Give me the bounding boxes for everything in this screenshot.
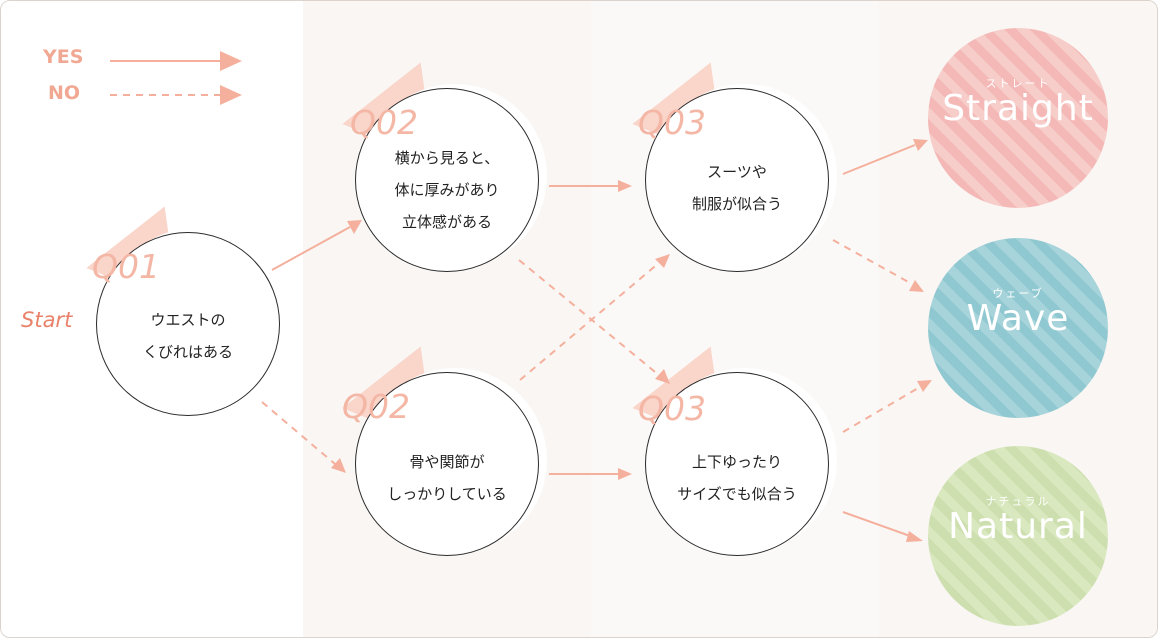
start-label: Start — [21, 308, 73, 332]
legend-no-label: NO — [48, 82, 81, 104]
arrowhead-q2-top-yes — [618, 180, 632, 192]
q2-top-label: Q02 — [350, 103, 418, 142]
q3-bottom-line-1: 上下ゆったり — [691, 453, 782, 471]
q2-bottom-label: Q02 — [342, 387, 410, 426]
arrowhead-to-natural — [906, 531, 923, 542]
result-natural-name: Natural — [948, 506, 1088, 547]
arrow-q3-bottom-yes-to-natural — [842, 511, 911, 537]
q2-bottom-question-text: 骨や関節が しっかりしている — [355, 446, 539, 510]
result-straight-circle: ストレート Straight — [928, 28, 1108, 208]
q3-top-question-text: スーツや 制服が似合う — [645, 156, 829, 220]
arrow-q1-yes-to-q2-top — [271, 226, 351, 271]
result-wave-circle: ウェーブ Wave — [928, 238, 1108, 418]
q2-bottom-circle — [355, 372, 539, 556]
q2-bottom-line-1: 骨や関節が — [409, 453, 485, 471]
result-natural-circle: ナチュラル Natural — [928, 446, 1108, 626]
legend-yes-arrowhead — [220, 51, 242, 71]
arrowhead-q2-top-no — [655, 369, 670, 384]
arrowhead-to-straight — [913, 139, 928, 151]
arrow-q2-top-no-to-q3-bottom — [518, 259, 661, 377]
q3-top-line-1: スーツや — [707, 163, 767, 181]
arrow-q3-bottom-no-to-wave — [842, 386, 921, 433]
arrowhead-q1-no — [331, 458, 346, 473]
arrow-q3-top-no-to-wave — [832, 239, 913, 285]
q3-bottom-label: Q03 — [638, 389, 706, 428]
result-natural-kana: ナチュラル — [985, 495, 1051, 508]
arrowhead-q1-yes — [347, 220, 362, 234]
q3-bottom-line-2: サイズでも似合う — [677, 485, 797, 503]
q1-label: Q01 — [92, 247, 160, 286]
q2-top-line-3: 立体感がある — [401, 213, 492, 231]
q2-bottom-line-2: しっかりしている — [387, 485, 507, 503]
q3-top-circle — [645, 88, 829, 272]
q3-bottom-question-text: 上下ゆったり サイズでも似合う — [645, 446, 829, 510]
q2-top-line-1: 横から見ると、 — [394, 149, 500, 167]
arrow-q3-top-yes-to-straight — [842, 144, 916, 175]
arrow-q1-no-to-q2-bottom — [261, 401, 336, 465]
q2-top-line-2: 体に厚みがあり — [394, 181, 500, 199]
result-wave-kana: ウェーブ — [992, 287, 1044, 300]
q1-line-2: くびれはある — [142, 343, 233, 361]
arrowhead-q3-bottom-no — [917, 380, 932, 392]
q2-top-circle — [355, 88, 539, 272]
arrowhead-q3-top-no — [909, 280, 924, 292]
result-straight-name: Straight — [942, 88, 1094, 129]
q3-bottom-circle — [645, 372, 829, 556]
q3-top-label: Q03 — [638, 103, 706, 142]
legend-yes-label: YES — [43, 46, 84, 68]
q1-line-1: ウエストの — [150, 311, 226, 329]
arrow-q2-bottom-no-to-q3-top — [519, 261, 661, 381]
result-straight-kana: ストレート — [985, 77, 1051, 90]
legend-no-arrowhead — [220, 85, 242, 105]
result-wave-name: Wave — [966, 298, 1070, 339]
q3-top-line-2: 制服が似合う — [691, 195, 782, 213]
q1-question-text: ウエストの くびれはある — [96, 304, 280, 368]
arrowhead-q2-bottom-no — [655, 254, 670, 268]
q2-top-question-text: 横から見ると、 体に厚みがあり 立体感がある — [355, 142, 539, 238]
q1-circle — [96, 232, 280, 416]
arrowhead-q2-bottom-yes — [618, 468, 632, 480]
